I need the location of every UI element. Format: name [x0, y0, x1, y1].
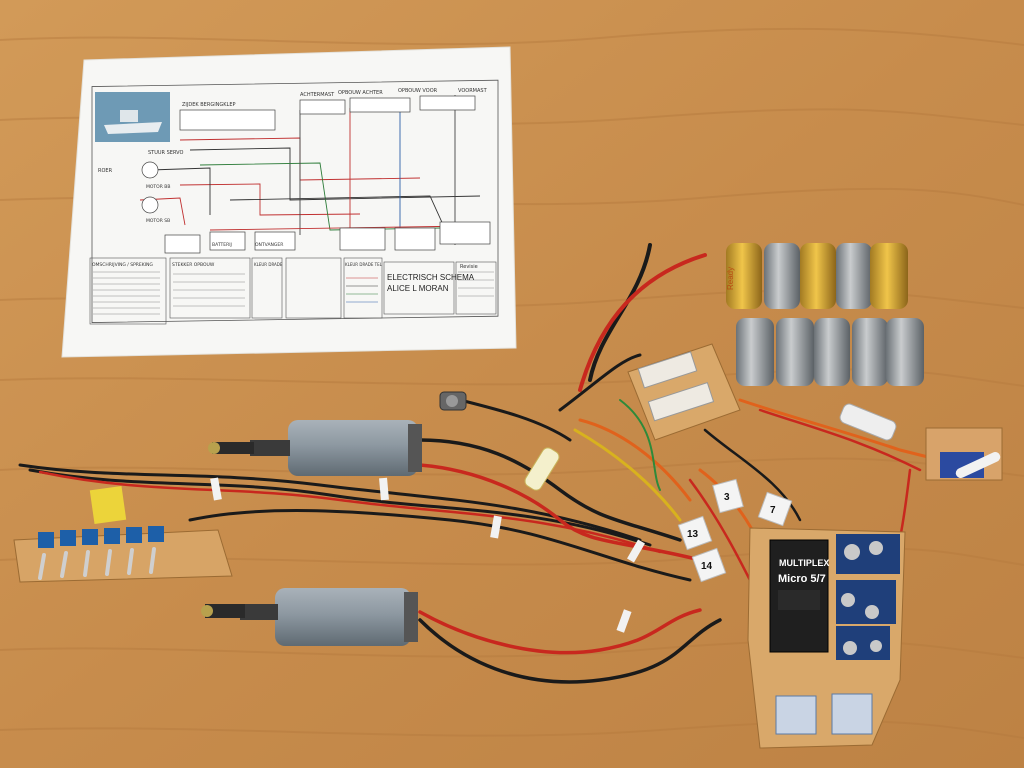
schematic-paper: ZIJDEK BERGINGKLEP ACHTERMAST OPBOUW ACH… [61, 46, 517, 358]
component-label-ontvanger: ONTVANGER [255, 242, 283, 248]
rudder-servo [925, 427, 1003, 481]
motor-bottom [201, 588, 418, 646]
legend-left-title: OMSCHRIJVING / SPREKING [92, 262, 153, 268]
zone-label-opbouw-voor: OPBOUW VOOR [398, 88, 438, 94]
battery-row-top [726, 243, 908, 309]
connector-plug [439, 391, 467, 411]
speed-controller-left [775, 695, 817, 735]
motor-top [208, 420, 422, 476]
cell-brand-label: Ready [726, 267, 735, 290]
zone-label-opbouw-achter: OPBOUW ACHTER [338, 90, 383, 96]
toggle-switches [38, 526, 164, 580]
component-label-batterij: BATTERIJ [212, 242, 232, 248]
cable-ties [210, 477, 645, 633]
schematic-component-boxes [141, 95, 491, 254]
battery-pack: Ready [726, 243, 924, 386]
zone-label-voormast: VOORMAST [458, 88, 488, 94]
component-label-motor-sb: MOTOR SB [146, 218, 170, 224]
cable-tag-13: 13 [687, 529, 699, 540]
schematic-legend [89, 257, 497, 325]
yellow-tape [89, 485, 127, 525]
revision-label: Revisie [460, 264, 478, 270]
inline-fuse [524, 447, 560, 491]
component-label-servo: STUUR SERVO [148, 150, 183, 156]
speed-controller-right [831, 693, 873, 735]
terminal-block [627, 343, 741, 441]
component-label-roer: ROER [98, 168, 113, 174]
schematic-subtitle: ALICE L MORAN [387, 284, 449, 293]
receiver-brand: MULTIPLEX [779, 558, 829, 568]
cable-tag-14: 14 [701, 561, 713, 572]
legend-mid-title: STEKKER OPBOUW [172, 262, 215, 268]
zone-label-achtermast: ACHTERMAST [300, 92, 335, 98]
legend-right-title: KLEUR DRADE TEL [345, 262, 383, 267]
cable-tag-7: 7 [770, 505, 776, 516]
regulator-boards [836, 534, 900, 660]
cable-tags: 13 14 3 7 [677, 478, 793, 583]
schematic-title: ELECTRISCH SCHEMA [387, 273, 475, 282]
battery-row-bottom [736, 318, 924, 386]
switch-panel [13, 485, 233, 583]
fuse-holder [839, 403, 897, 441]
zone-label-bergingklep: ZIJDEK BERGINGKLEP [182, 102, 236, 108]
component-label-motor-bb: MOTOR BB [146, 184, 170, 190]
receiver-board: MULTIPLEX Micro 5/7 [747, 527, 906, 749]
cable-tag-3: 3 [724, 492, 730, 503]
legend-wire-title: KLEUR DRADE [254, 262, 283, 267]
receiver-model: Micro 5/7 [778, 573, 826, 585]
legend-text-lines [93, 271, 494, 315]
